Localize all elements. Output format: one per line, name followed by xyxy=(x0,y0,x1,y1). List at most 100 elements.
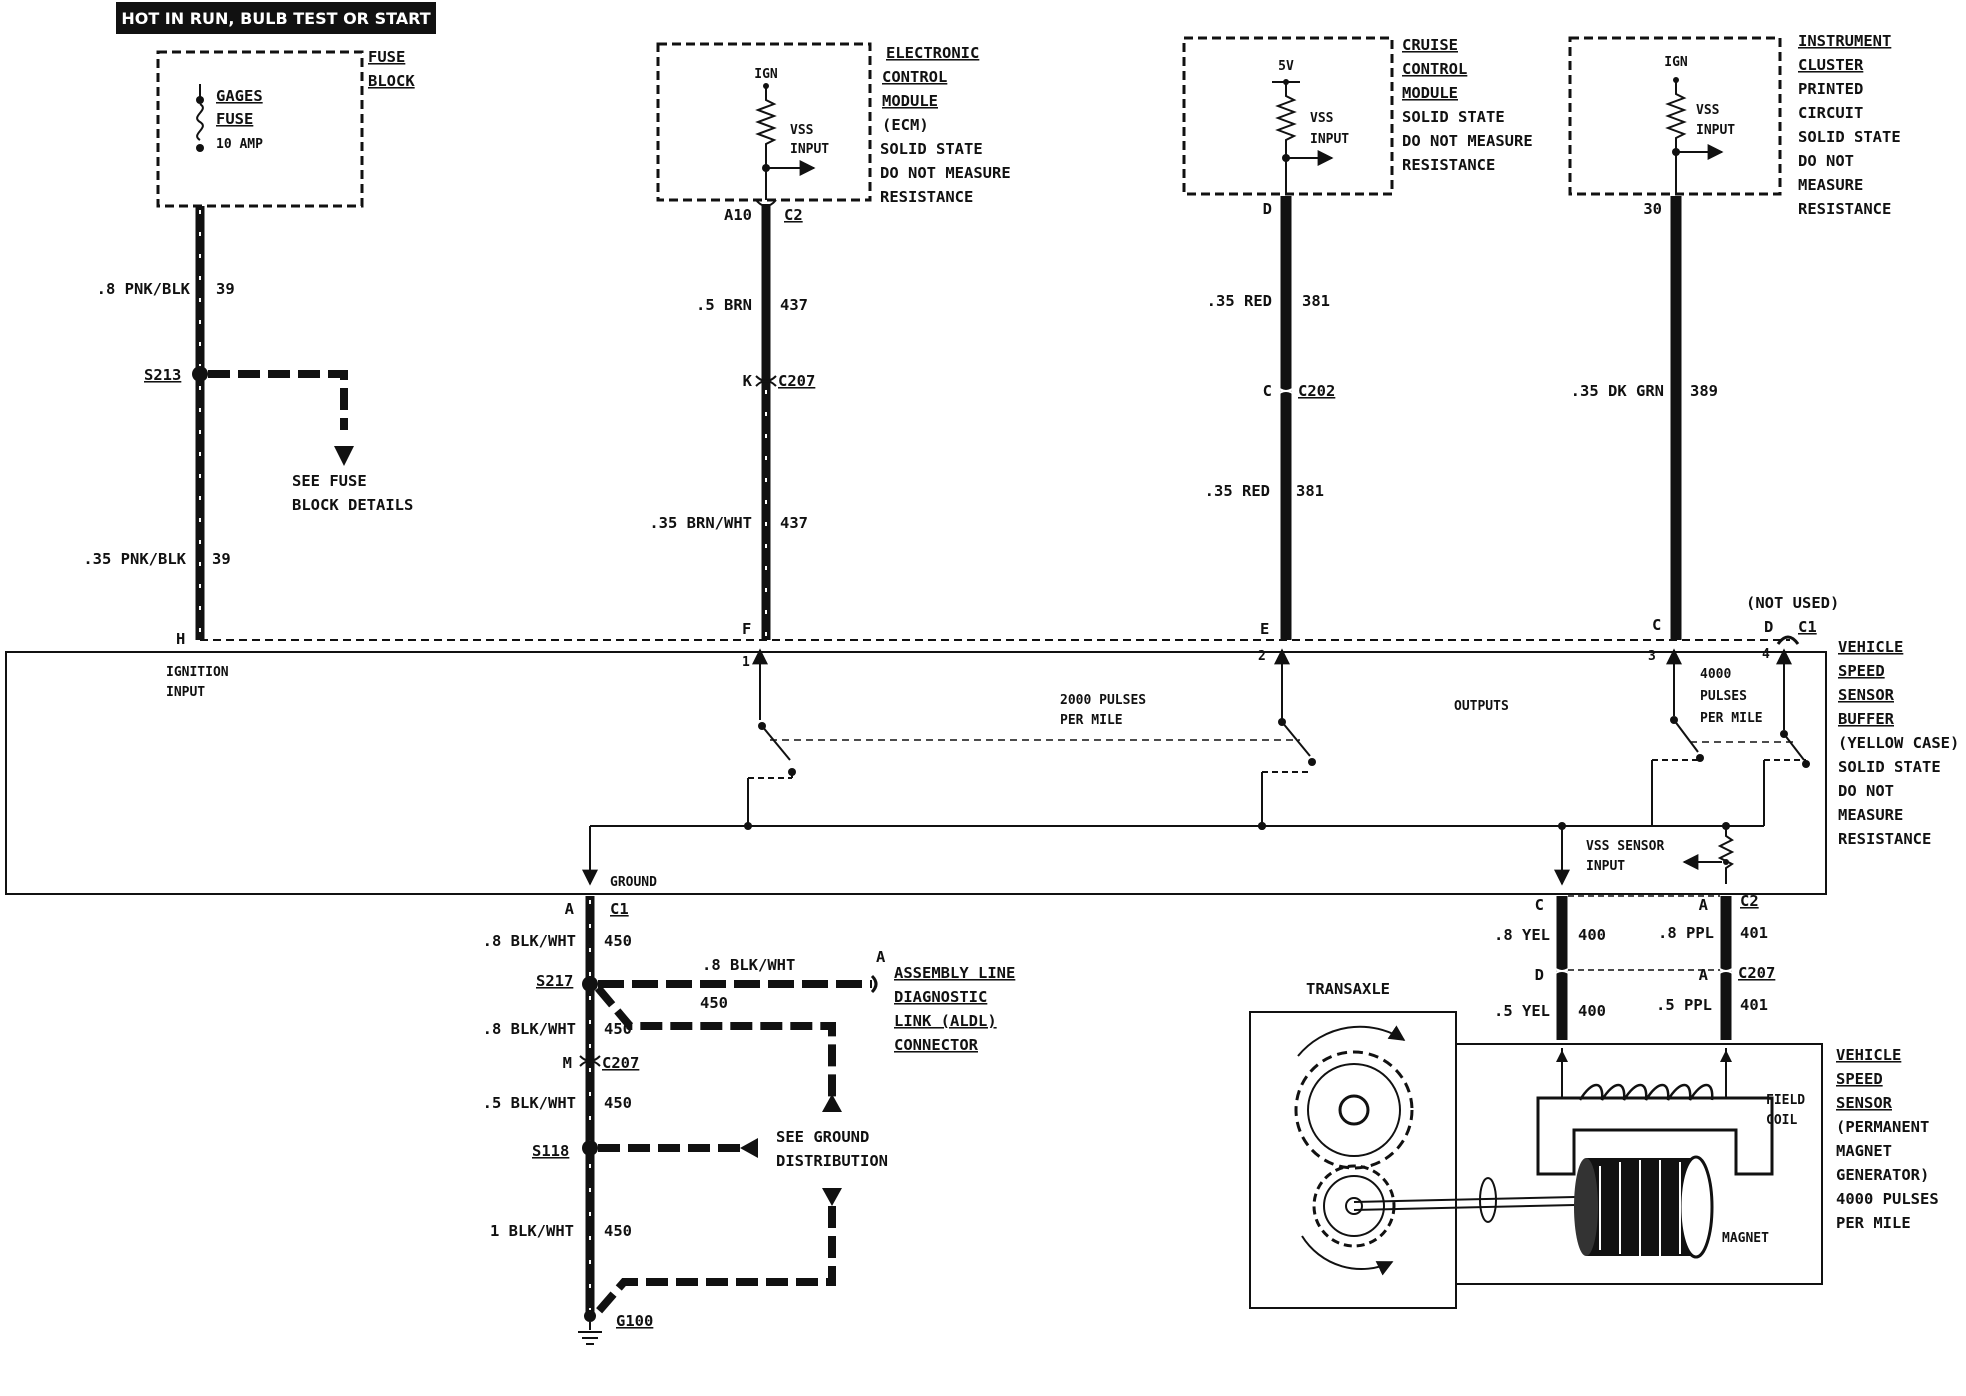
pin-d: D xyxy=(1764,618,1773,636)
pin-1: 1 xyxy=(742,655,750,670)
ecm-title-1: ELECTRONIC xyxy=(886,44,979,62)
conn-c207-ppl: C207 xyxy=(1738,964,1775,982)
cruise-title-2: CONTROL xyxy=(1402,60,1467,78)
w1-bottom-gauge: .35 PNK/BLK xyxy=(83,550,186,568)
conn-c2: C2 xyxy=(784,206,803,224)
yel-top-circuit: 400 xyxy=(1578,926,1606,944)
ga-circuit: 450 xyxy=(604,932,632,950)
sensor-wires: C A C2 .8 YEL 400 .8 PPL 401 D A C207 .5… xyxy=(1494,892,1775,1040)
ground-dist-arrow-down-icon xyxy=(822,1188,842,1206)
wire-circuit-389: 30 .35 DK GRN 389 xyxy=(1571,196,1718,640)
splice-s213: S213 xyxy=(144,366,181,384)
header-banner: HOT IN RUN, BULB TEST OR START xyxy=(116,2,436,34)
pulses-4000-3: PER MILE xyxy=(1700,711,1763,726)
w4-circuit: 389 xyxy=(1690,382,1718,400)
ecm-note-2: SOLID STATE xyxy=(880,140,983,158)
pulses-4000-1: 4000 xyxy=(1700,667,1731,682)
small-gear-icon xyxy=(1312,1164,1396,1248)
gd-circuit: 450 xyxy=(604,1222,632,1240)
pin-h: H xyxy=(176,630,185,648)
aldl-1: ASSEMBLY LINE xyxy=(894,964,1015,982)
buffer-title-4: BUFFER xyxy=(1838,710,1895,728)
fuse-details-arrow-icon xyxy=(334,446,354,466)
cruise-title-1: CRUISE xyxy=(1402,36,1458,54)
w3-top-circuit: 381 xyxy=(1302,292,1330,310)
conn-c202: C202 xyxy=(1298,382,1335,400)
ecm-title-3: MODULE xyxy=(882,92,938,110)
buffer-title-2: SPEED xyxy=(1838,662,1885,680)
w4-gauge: .35 DK GRN xyxy=(1571,382,1664,400)
instrument-cluster: IGN VSS INPUT INSTRUMENT CLUSTER PRINTED… xyxy=(1568,32,1901,218)
w1-bottom-circuit: 39 xyxy=(212,550,231,568)
conn-a-ground: A xyxy=(565,900,575,918)
field-coil-2: COIL xyxy=(1766,1113,1797,1128)
pin-2: 2 xyxy=(1258,649,1266,664)
ecm-note-3: DO NOT MEASURE xyxy=(880,164,1011,182)
pin-3: 3 xyxy=(1648,649,1656,664)
transaxle-label: TRANSAXLE xyxy=(1306,980,1390,998)
ground-dist-1: SEE GROUND xyxy=(776,1128,869,1146)
cluster-title-1: INSTRUMENT xyxy=(1798,32,1891,50)
pin-e: E xyxy=(1260,620,1269,638)
ignition-input-2: INPUT xyxy=(166,685,205,700)
ppl-bottom-circuit: 401 xyxy=(1740,996,1768,1014)
buffer-note-2: SOLID STATE xyxy=(1838,758,1941,776)
w1-top-gauge: .8 PNK/BLK xyxy=(97,280,191,298)
sensor-note-2: MAGNET xyxy=(1836,1142,1892,1160)
buffer-connector-c1: H F E C D C1 (NOT USED) xyxy=(176,594,1839,648)
cluster-note-1: PRINTED xyxy=(1798,80,1863,98)
ppl-top-circuit: 401 xyxy=(1740,924,1768,942)
buffer-title-3: SENSOR xyxy=(1838,686,1895,704)
buffer-note-3: DO NOT xyxy=(1838,782,1894,800)
w3-bottom-circuit: 381 xyxy=(1296,482,1324,500)
ecm-title-2: CONTROL xyxy=(882,68,947,86)
magnet-label: MAGNET xyxy=(1722,1231,1769,1246)
ground-g100: G100 xyxy=(616,1312,653,1330)
ecm-supply: IGN xyxy=(754,67,778,82)
ignition-input-1: IGNITION xyxy=(166,665,229,680)
cluster-note-4: DO NOT xyxy=(1798,152,1854,170)
ecm-pullup-resistor-icon xyxy=(755,88,777,200)
vss-buffer: IGNITION INPUT 2000 PULSES PER MILE OUTP… xyxy=(5,638,1959,895)
yel-bottom-circuit: 400 xyxy=(1578,1002,1606,1020)
transaxle-sensor: TRANSAXLE FIELD COIL xyxy=(1249,980,1939,1309)
ecm-module: IGN VSS INPUT ELECTRONIC CONTROL MODULE … xyxy=(656,42,1011,206)
output-switches xyxy=(582,716,1810,886)
cruise-note-3: RESISTANCE xyxy=(1402,156,1495,174)
conn-c-cruise: C xyxy=(1263,382,1272,400)
cruise-note-2: DO NOT MEASURE xyxy=(1402,132,1533,150)
wire-circuit-437: A10 C2 .5 BRN 437 K C207 .35 BRN/WHT 437 xyxy=(649,199,815,640)
ecm-note-1: (ECM) xyxy=(882,116,929,134)
splice-s217: S217 xyxy=(536,972,573,990)
magnet-icon xyxy=(1574,1155,1714,1259)
aldl-4: CONNECTOR xyxy=(894,1036,979,1054)
w2-bottom-circuit: 437 xyxy=(780,514,808,532)
vss-sensor-resistor-icon xyxy=(1717,826,1735,884)
fuse-block-title-1: FUSE xyxy=(368,48,405,66)
ground-circuit-450: A C1 .8 BLK/WHT 450 S217 .8 BLK/WHT 450 … xyxy=(483,896,1015,1345)
cruise-pullup-resistor-icon xyxy=(1275,84,1297,194)
gc-gauge: .5 BLK/WHT xyxy=(483,1094,576,1112)
conn-c1-top: C1 xyxy=(1798,618,1817,636)
cluster-note-3: SOLID STATE xyxy=(1798,128,1901,146)
w3-bottom-gauge: .35 RED xyxy=(1205,482,1270,500)
conn-c207-ground: C207 xyxy=(602,1054,639,1072)
header-title: HOT IN RUN, BULB TEST OR START xyxy=(121,9,430,28)
aldl-circuit: 450 xyxy=(700,994,728,1012)
fuse-details-1: SEE FUSE xyxy=(292,472,367,490)
vss-sensor-input-2: INPUT xyxy=(1586,859,1625,874)
ecm-input-1: VSS xyxy=(790,123,814,138)
outputs-label: OUTPUTS xyxy=(1454,699,1509,714)
gd-gauge: 1 BLK/WHT xyxy=(490,1222,574,1240)
w1-top-circuit: 39 xyxy=(216,280,235,298)
conn-a-ppl: A xyxy=(1699,896,1709,914)
cruise-supply: 5V xyxy=(1278,59,1294,74)
ecm-input-2: INPUT xyxy=(790,142,829,157)
gc-circuit: 450 xyxy=(604,1094,632,1112)
sensor-note-3: GENERATOR) xyxy=(1836,1166,1929,1184)
conn-a2-ppl: A xyxy=(1699,966,1709,984)
gb-gauge: .8 BLK/WHT xyxy=(483,1020,576,1038)
ground-label: GROUND xyxy=(610,875,657,890)
